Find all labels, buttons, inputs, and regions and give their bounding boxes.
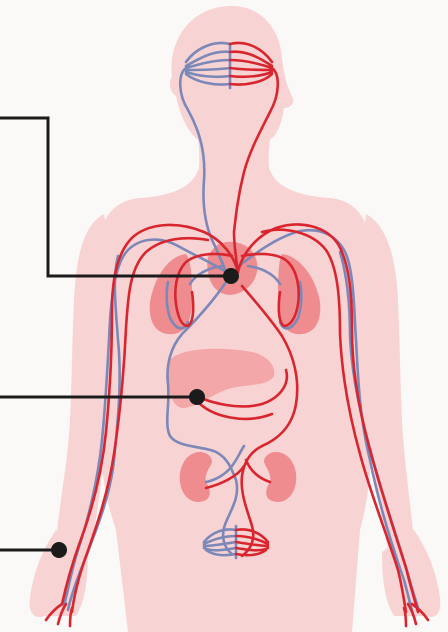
hand-callout-dot — [51, 542, 67, 558]
head — [170, 6, 293, 182]
heart-callout-dot — [223, 268, 239, 284]
liver-callout-dot — [189, 389, 205, 405]
